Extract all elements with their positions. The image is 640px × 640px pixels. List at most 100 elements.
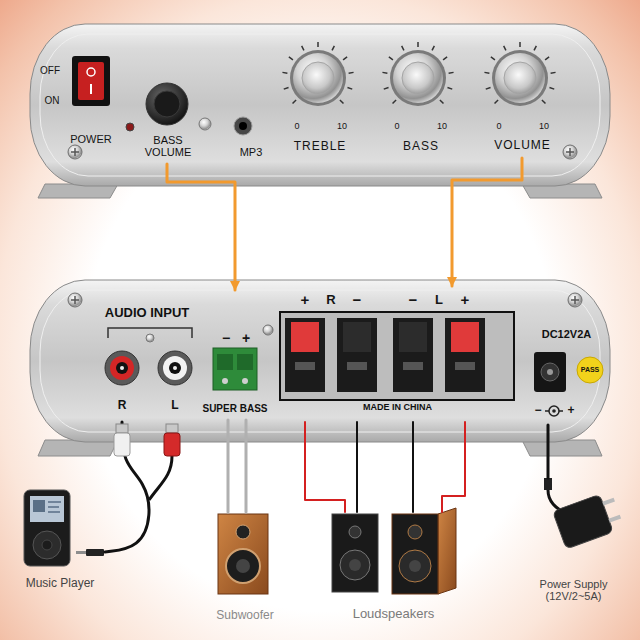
panel-marking: 0 (294, 122, 299, 132)
speaker-terminal (295, 362, 315, 370)
panel-marking: PASS (581, 366, 600, 374)
pass-sticker (577, 357, 603, 383)
component-label: Subwoofer (216, 609, 273, 622)
connection-wire (412, 422, 414, 512)
knob-scale (384, 88, 389, 90)
power-adapter-icon (544, 478, 552, 490)
component-box: SUPER BASS (199, 290, 270, 420)
power-switch (78, 62, 104, 100)
panel-marking: + (567, 404, 574, 417)
input-bracket (146, 334, 154, 342)
speaker-terminal (445, 318, 485, 392)
knob-scale (440, 100, 444, 104)
rca-plug (166, 424, 178, 433)
panel-marking: OFF (40, 65, 60, 76)
panel-marking: − (534, 404, 541, 417)
mp3-jack (239, 122, 247, 130)
subwoofer-icon (218, 514, 268, 594)
knob-scale (389, 57, 393, 60)
knob-scale (484, 72, 489, 74)
speaker-terminal (347, 362, 367, 370)
knob-scale (447, 88, 452, 90)
panel-marking: 10 (539, 122, 549, 132)
super-bass-terminal (222, 378, 228, 384)
super-bass-terminal (213, 348, 257, 390)
component-box: BASS VOLUME (135, 80, 201, 164)
music-player-icon (48, 502, 61, 512)
speaker-terminal (343, 322, 371, 352)
speaker-terminal (455, 362, 475, 370)
loudspeaker-icon (392, 514, 438, 594)
screw (68, 145, 577, 159)
tone-knob (302, 62, 334, 94)
knob-scale (519, 42, 521, 47)
rca-jack (105, 351, 192, 385)
panel-marking: − (222, 331, 230, 346)
music-player-icon (30, 496, 64, 522)
rear-panel (30, 280, 610, 442)
dc-jack (534, 352, 566, 392)
rear-panel (30, 280, 610, 456)
tone-knob (402, 62, 434, 94)
subwoofer-icon (236, 559, 250, 573)
screw (263, 325, 273, 335)
small-knob (199, 118, 211, 130)
panel-marking: ON (45, 95, 60, 106)
speaker-terminal (280, 312, 514, 400)
loudspeaker-icon (409, 560, 421, 572)
tone-knob (393, 53, 443, 103)
rca-jack (173, 366, 177, 370)
power-switch (72, 56, 110, 106)
component-box: Power Supply (12V/2~5A) (515, 478, 632, 605)
knob-scale (491, 57, 495, 60)
power-led (126, 123, 134, 131)
super-bass-terminal (213, 348, 257, 390)
component-label: DC12V2A (542, 328, 592, 340)
connection-wire (227, 420, 230, 512)
loudspeaker-icon (349, 559, 361, 571)
knob-scale (449, 72, 454, 74)
subwoofer-icon (218, 514, 268, 594)
knob-scale (402, 46, 404, 50)
power-switch (72, 56, 110, 106)
knob-scale (495, 100, 499, 104)
knob-scale (417, 42, 419, 47)
power-led (126, 123, 134, 131)
screw (571, 296, 579, 304)
loudspeaker-icon (408, 525, 422, 539)
screw (68, 145, 82, 159)
mp3-jack (234, 117, 252, 135)
speaker-terminal (451, 322, 479, 352)
knob-scale (486, 88, 491, 90)
screw (68, 293, 82, 307)
panel-marking: − (353, 292, 362, 309)
knob-scale (551, 72, 556, 74)
pass-sticker (577, 357, 603, 383)
panel-marking: − (409, 292, 418, 309)
component-label: Loudspeakers (353, 607, 435, 621)
speaker-terminal (337, 318, 377, 392)
component-box: Loudspeakers (322, 512, 465, 628)
connection-wire (305, 422, 345, 512)
component-label: VOLUME (494, 139, 551, 152)
connection-wire (356, 422, 358, 512)
power-adapter-icon (602, 498, 615, 506)
polarity-symbol (552, 409, 556, 413)
tone-knob (504, 62, 536, 94)
mp3-jack (234, 117, 252, 135)
loudspeaker-icon (399, 550, 431, 582)
knob-scale (432, 46, 434, 50)
panel-marking: + (242, 331, 250, 346)
polarity-symbol (545, 406, 563, 416)
music-player-icon (33, 531, 61, 559)
knob-scale (293, 100, 297, 104)
component-box: AUDIO INPUTRL (95, 298, 199, 422)
panel-marking: + (461, 292, 470, 309)
rca-jack (169, 362, 181, 374)
screw (71, 148, 79, 156)
audio-plug (149, 456, 172, 500)
component-label: AUDIO INPUT (105, 306, 190, 320)
panel-marking: 10 (437, 122, 447, 132)
small-knob (199, 118, 211, 130)
